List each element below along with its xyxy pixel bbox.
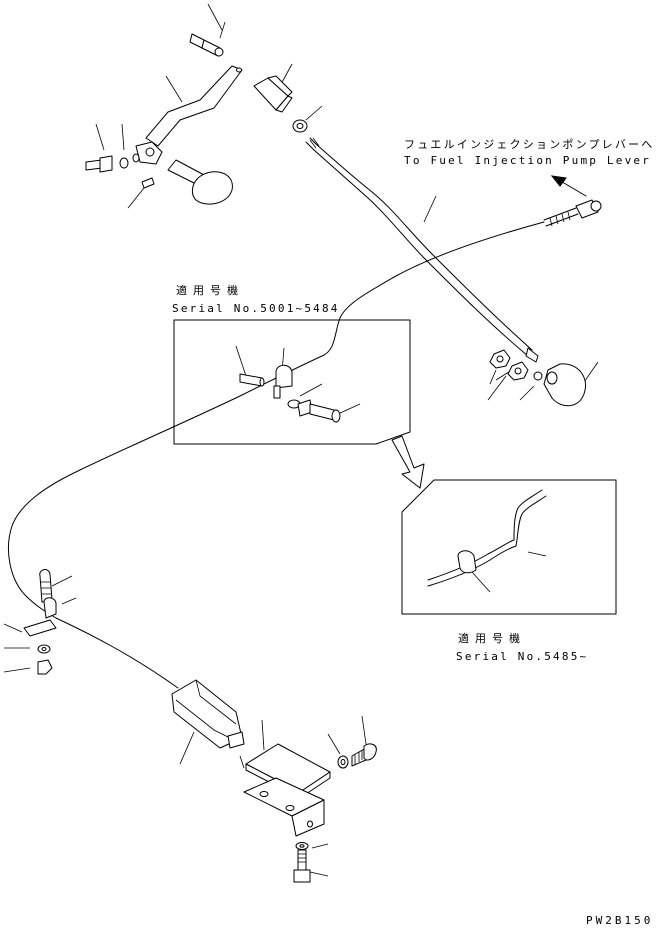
inset-early-serials [173, 319, 411, 445]
revision-arrow [391, 435, 425, 489]
inset-late-serial-label: Serial No.5485~ [456, 650, 589, 663]
inner-wire [8, 199, 602, 689]
direction-arrow-to-pump [550, 175, 587, 197]
lever-bracket-assembly [85, 3, 243, 209]
ball-joint-parts [487, 349, 599, 407]
cable-clamp-upper [253, 63, 323, 133]
inset-late-applicable-label: 適用号機 [458, 632, 526, 645]
throttle-control-box [171, 679, 245, 765]
drawing-code: PW2B150 [586, 914, 654, 927]
cable-clamp-lower [3, 569, 77, 675]
pump-lever-note-en: To Fuel Injection Pump Lever [404, 154, 652, 167]
pump-lever-note-jp: フュエルインジェクションポンプレバーへ [404, 138, 655, 151]
inset-early-serial-label: Serial No.5001~5484 [172, 302, 340, 315]
throttle-cable-upper [305, 137, 539, 363]
inset-late-serials [401, 479, 617, 615]
mounting-bracket [239, 715, 377, 883]
inset-early-applicable-label: 適用号機 [176, 284, 244, 297]
